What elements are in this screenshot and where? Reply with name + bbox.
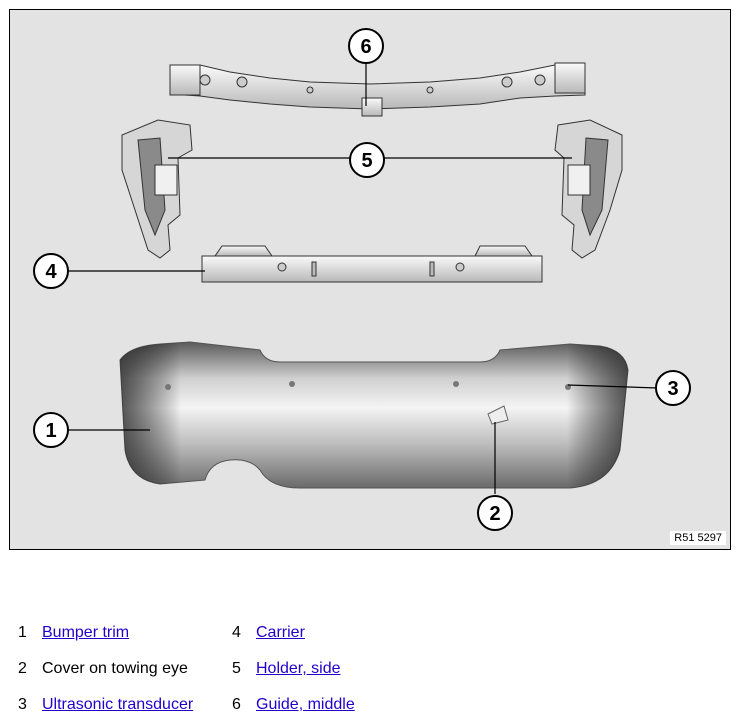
- ultrasonic-transducer-link[interactable]: Ultrasonic transducer: [42, 696, 194, 713]
- callout-3: 3: [655, 370, 691, 406]
- bumper-trim-link[interactable]: Bumper trim: [42, 624, 130, 641]
- bumper-trim-part: [119, 341, 629, 489]
- legend-number: 4: [232, 624, 241, 641]
- legend-number: 6: [232, 696, 241, 713]
- carrier-part: [201, 245, 543, 283]
- callout-5: 5: [349, 142, 385, 178]
- exploded-diagram: 6 5 4 3 1 2 R51 5297: [9, 9, 731, 550]
- svg-text:2: 2: [489, 503, 500, 525]
- svg-text:1: 1: [45, 420, 56, 442]
- towing-eye-cover-label: Cover on towing eye: [42, 660, 188, 677]
- legend-item-3: 3 Ultrasonic transducer: [18, 696, 193, 714]
- figure-reference-code: R51 5297: [670, 531, 726, 545]
- legend-item-1: 1 Bumper trim: [18, 624, 129, 642]
- callout-2: 2: [477, 495, 513, 531]
- holder-side-link[interactable]: Holder, side: [256, 660, 341, 677]
- legend-item-5: 5 Holder, side: [232, 660, 341, 678]
- holder-side-left-part: [121, 119, 193, 259]
- legend-number: 1: [18, 624, 27, 641]
- svg-text:6: 6: [360, 36, 371, 58]
- svg-text:4: 4: [45, 261, 57, 283]
- bumper-parts-drawing: 6 5 4 3 1 2: [33, 28, 691, 531]
- legend-item-2: 2 Cover on towing eye: [18, 660, 188, 678]
- svg-text:3: 3: [667, 378, 678, 400]
- callout-6: 6: [348, 28, 384, 64]
- carrier-link[interactable]: Carrier: [256, 624, 305, 641]
- guide-middle-part: [169, 62, 586, 117]
- callout-1: 1: [33, 412, 69, 448]
- legend-item-4: 4 Carrier: [232, 624, 305, 642]
- callout-4: 4: [33, 253, 69, 289]
- legend-number: 3: [18, 696, 27, 713]
- legend-item-6: 6 Guide, middle: [232, 696, 355, 714]
- svg-text:5: 5: [361, 150, 372, 172]
- holder-side-right-part: [554, 119, 623, 259]
- legend-number: 2: [18, 660, 27, 677]
- leader-lines: [68, 63, 659, 494]
- guide-middle-link[interactable]: Guide, middle: [256, 696, 355, 713]
- legend-number: 5: [232, 660, 241, 677]
